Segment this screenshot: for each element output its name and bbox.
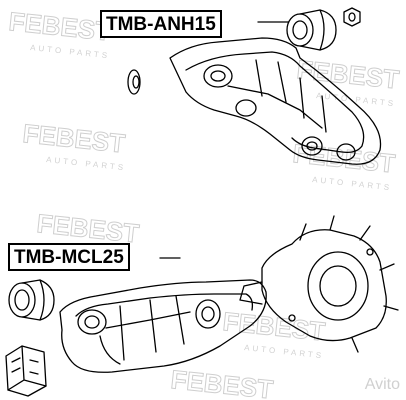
avito-watermark: Avito	[364, 376, 400, 393]
differential-housing	[239, 215, 399, 353]
washer-left	[127, 69, 141, 95]
part-label-upper: TMB-ANH15	[100, 10, 222, 38]
upper-arm	[169, 37, 382, 165]
lower-bushing	[8, 279, 55, 321]
lower-member	[59, 279, 267, 373]
upper-bushing	[286, 9, 337, 51]
upper-nut	[343, 7, 361, 27]
part-label-lower: TMB-MCL25	[8, 243, 130, 271]
rubber-mount-block	[5, 345, 47, 397]
